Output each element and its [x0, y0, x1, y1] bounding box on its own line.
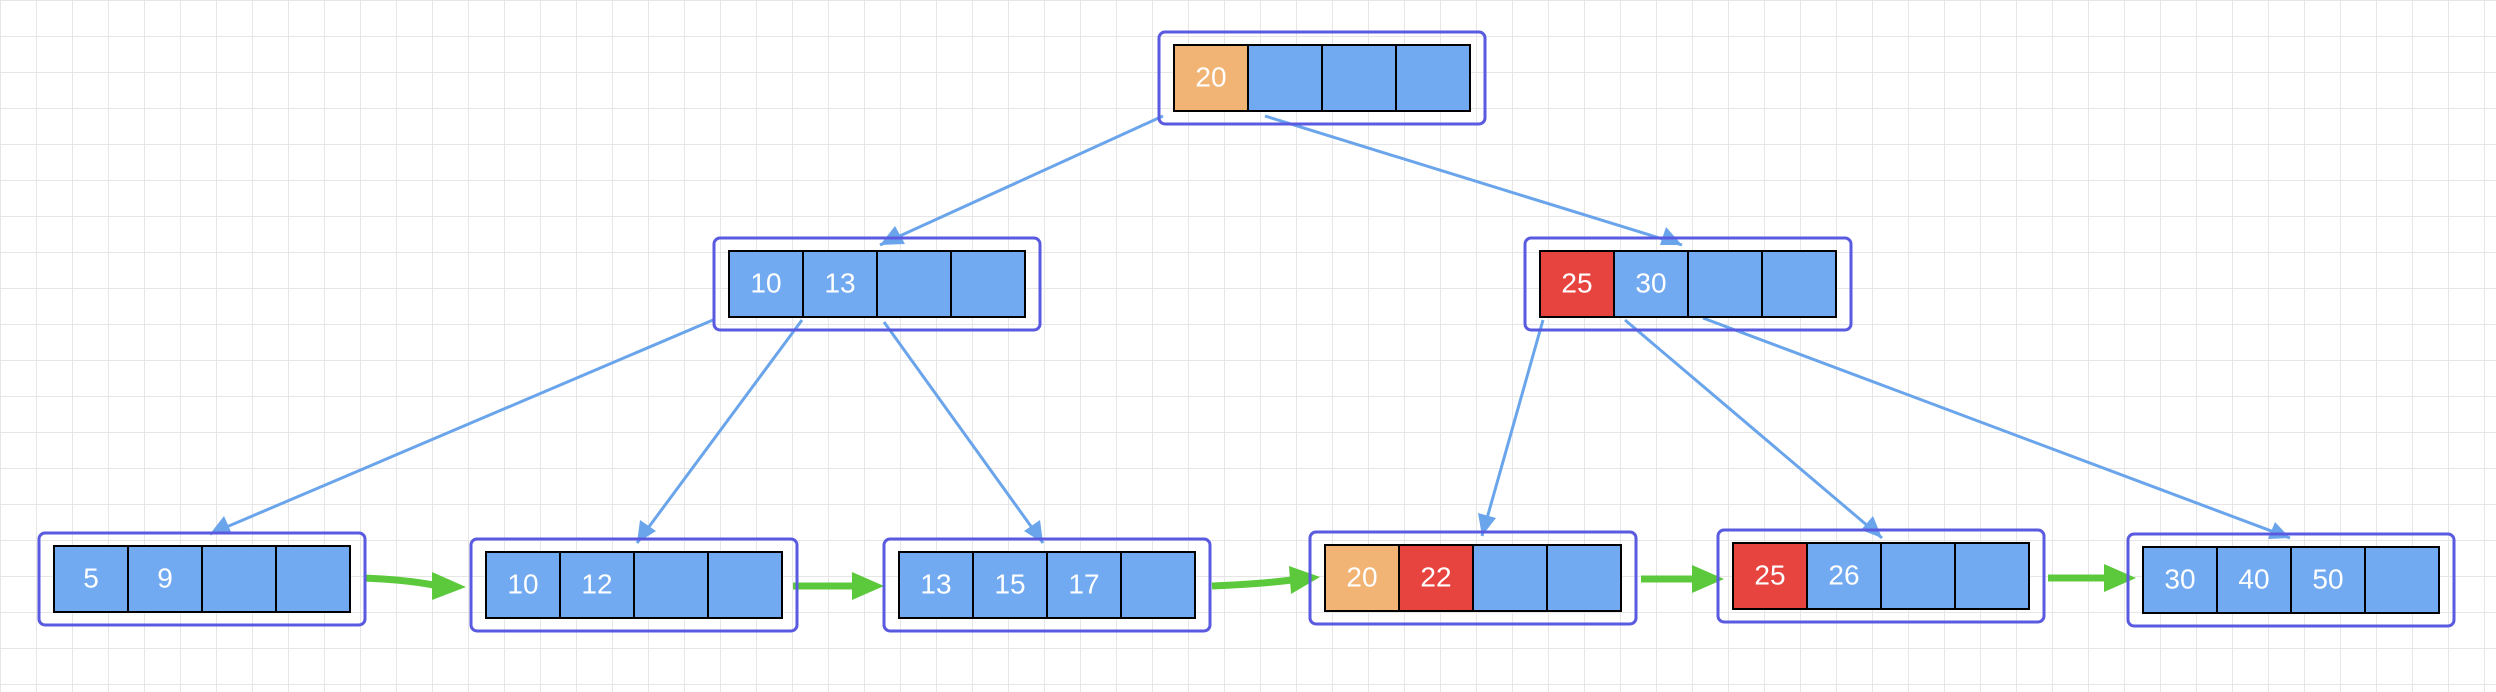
- key-cell: [127, 545, 203, 613]
- key-cell: [1546, 544, 1622, 612]
- edge-right-to-leaf4: [1480, 319, 1545, 537]
- node-outline: [1157, 30, 1487, 126]
- key-cell: [728, 250, 804, 318]
- key-cell: [2290, 546, 2366, 614]
- edge-root-to-left: [879, 114, 1164, 247]
- key-cell: [1247, 44, 1323, 112]
- leaf-links: [363, 564, 2136, 600]
- key-cell: [1120, 551, 1196, 619]
- key-label: 30: [2164, 563, 2195, 594]
- key-label: 9: [157, 562, 173, 593]
- edge-left-to-leaf2: [635, 319, 804, 544]
- key-label: 10: [750, 267, 781, 298]
- edge-right-to-leaf6: [1702, 316, 2291, 540]
- key-cell: [1321, 44, 1397, 112]
- leaf-link-3-4: [1211, 576, 1293, 590]
- key-cell: [633, 551, 709, 619]
- key-label: 12: [581, 568, 612, 599]
- key-cell: [53, 545, 129, 613]
- key-label: 26: [1828, 559, 1859, 590]
- key-cell: [2142, 546, 2218, 614]
- key-cell: [1539, 250, 1615, 318]
- node-outline: [2126, 532, 2456, 628]
- key-label: 13: [824, 267, 855, 298]
- edge-root-to-right: [1264, 114, 1683, 247]
- arrowhead: [852, 572, 884, 600]
- arrowhead: [2104, 564, 2136, 592]
- leaf-node-3: 13 15 17: [882, 537, 1212, 633]
- key-cell: [1398, 544, 1474, 612]
- key-cell: [485, 551, 561, 619]
- key-label: 25: [1561, 267, 1592, 298]
- key-cell: [1395, 44, 1471, 112]
- key-cell: [1880, 542, 1956, 610]
- key-label: 22: [1420, 561, 1451, 592]
- key-cell: [1046, 551, 1122, 619]
- arrowhead: [210, 516, 232, 534]
- internal-node-left: 10 13: [712, 236, 1042, 332]
- arrowhead: [1861, 516, 1882, 538]
- edge-left-to-leaf3: [882, 321, 1045, 544]
- arrowhead: [1478, 513, 1496, 536]
- key-label: 40: [2238, 563, 2269, 594]
- key-cell: [1324, 544, 1400, 612]
- key-label: 25: [1754, 559, 1785, 590]
- root-node: 20: [1157, 30, 1487, 126]
- key-cell: [559, 551, 635, 619]
- key-cell: [1687, 250, 1763, 318]
- arrowhead: [1692, 565, 1724, 593]
- leaf-node-6: 30 40 50: [2126, 532, 2456, 628]
- key-cell: [1613, 250, 1689, 318]
- key-label: 20: [1195, 61, 1226, 92]
- leaf-link-1-2: [363, 574, 439, 590]
- key-cell: [275, 545, 351, 613]
- key-cell: [950, 250, 1026, 318]
- key-cell: [707, 551, 783, 619]
- node-outline: [469, 537, 799, 633]
- key-cell: [1761, 250, 1837, 318]
- node-outline: [1308, 530, 1638, 626]
- key-cell: [2364, 546, 2440, 614]
- internal-node-right: 25 30: [1523, 236, 1853, 332]
- key-label: 20: [1346, 561, 1377, 592]
- key-label: 15: [994, 568, 1025, 599]
- key-cell: [1806, 542, 1882, 610]
- arrowhead: [637, 520, 656, 543]
- node-outline: [1716, 528, 2046, 624]
- key-cell: [1954, 542, 2030, 610]
- key-label: 13: [920, 568, 951, 599]
- arrowhead: [432, 572, 466, 600]
- leaf-node-2: 10 12: [469, 537, 799, 633]
- leaf-node-5: 25 26: [1716, 528, 2046, 624]
- key-label: 50: [2312, 563, 2343, 594]
- key-label: 5: [83, 562, 99, 593]
- arrowhead: [1660, 227, 1682, 245]
- tree-edges: [209, 114, 2291, 544]
- key-cell: [802, 250, 878, 318]
- node-outline: [712, 236, 1042, 332]
- key-cell: [1732, 542, 1808, 610]
- node-outline: [1523, 236, 1853, 332]
- key-cell: [876, 250, 952, 318]
- key-cell: [972, 551, 1048, 619]
- key-label: 30: [1635, 267, 1666, 298]
- edge-right-to-leaf5: [1624, 318, 1883, 540]
- key-cell: [898, 551, 974, 619]
- arrowhead: [1024, 520, 1043, 543]
- key-label: 17: [1068, 568, 1099, 599]
- arrowhead: [1289, 566, 1320, 594]
- node-outline: [37, 531, 367, 627]
- edge-left-to-leaf1: [209, 318, 714, 536]
- arrowhead: [880, 226, 905, 245]
- key-cell: [2216, 546, 2292, 614]
- node-outline: [882, 537, 1212, 633]
- key-label: 10: [507, 568, 538, 599]
- key-cell: [1472, 544, 1548, 612]
- key-cell: [201, 545, 277, 613]
